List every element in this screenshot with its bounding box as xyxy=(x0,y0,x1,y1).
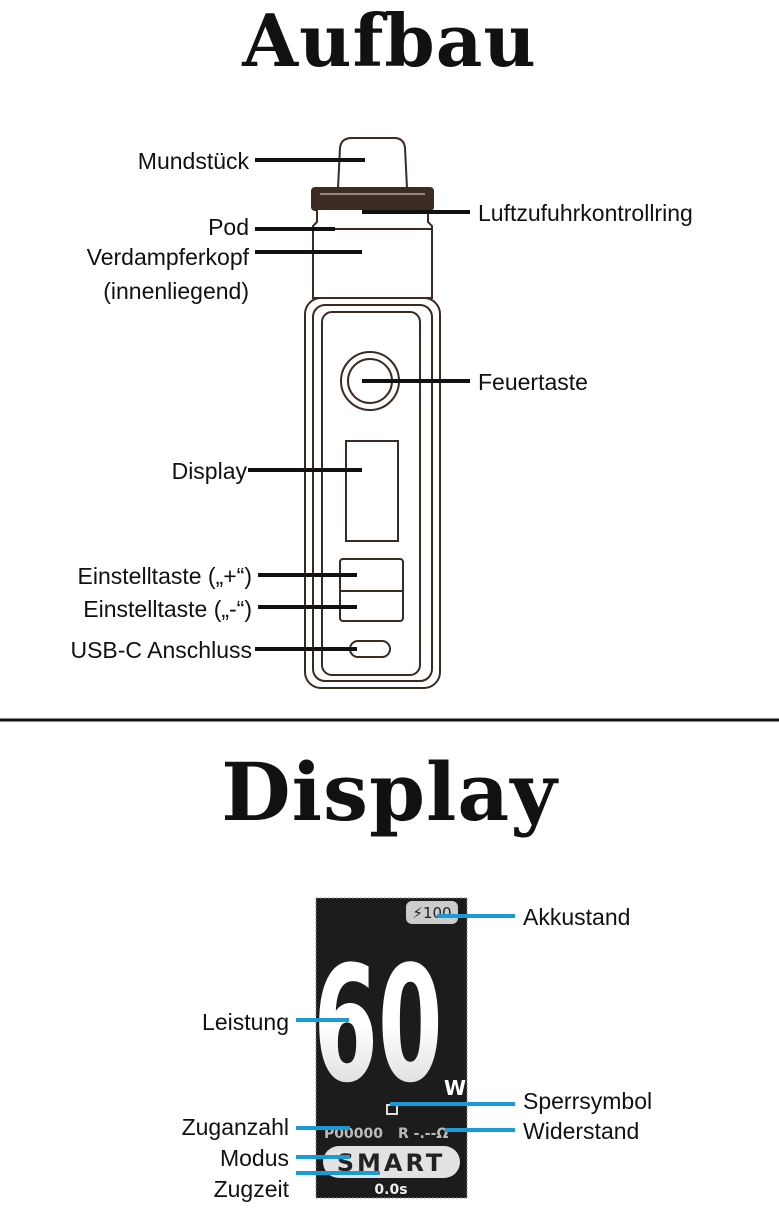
power-value: 60 xyxy=(313,932,442,1118)
title-display: Display xyxy=(221,745,558,839)
label-resistance: Widerstand xyxy=(523,1118,640,1144)
label-coil-note: (innenliegend) xyxy=(103,278,249,304)
display-leader-lines xyxy=(296,914,515,1175)
label-puff-count: Zuganzahl xyxy=(181,1114,289,1140)
label-battery: Akkustand xyxy=(523,904,631,930)
label-lock: Sperrsymbol xyxy=(523,1088,653,1114)
leader-lines xyxy=(248,158,470,651)
label-mode: Modus xyxy=(219,1145,289,1171)
label-minus-button: Einstelltaste („-“) xyxy=(83,596,252,622)
title-aufbau: Aufbau xyxy=(242,0,537,83)
battery-badge xyxy=(406,901,458,924)
display-window xyxy=(345,440,399,542)
battery-value: ⚡100 xyxy=(412,904,451,922)
label-airflow-ring: Luftzufuhrkontrollring xyxy=(478,200,693,226)
label-plus-button: Einstelltaste („+“) xyxy=(77,563,252,589)
power-unit: W xyxy=(444,1076,466,1100)
label-fire-button: Feuertaste xyxy=(478,369,588,395)
label-coil: Verdampferkopf xyxy=(86,244,249,270)
label-display: Display xyxy=(171,458,247,484)
label-mouthpiece: Mundstück xyxy=(137,148,249,174)
label-power: Leistung xyxy=(202,1009,289,1035)
label-pod: Pod xyxy=(208,214,249,240)
mode-pill xyxy=(323,1146,460,1178)
device-body xyxy=(304,297,441,689)
label-usb: USB-C Anschluss xyxy=(70,637,252,663)
mouthpiece xyxy=(336,137,409,189)
airflow-ring xyxy=(311,187,434,211)
front-panel xyxy=(321,311,421,676)
resistance-value: R -.--Ω xyxy=(398,1126,448,1142)
puff-time-value: 0.0s xyxy=(374,1182,407,1198)
label-puff-time: Zugzeit xyxy=(213,1176,289,1202)
